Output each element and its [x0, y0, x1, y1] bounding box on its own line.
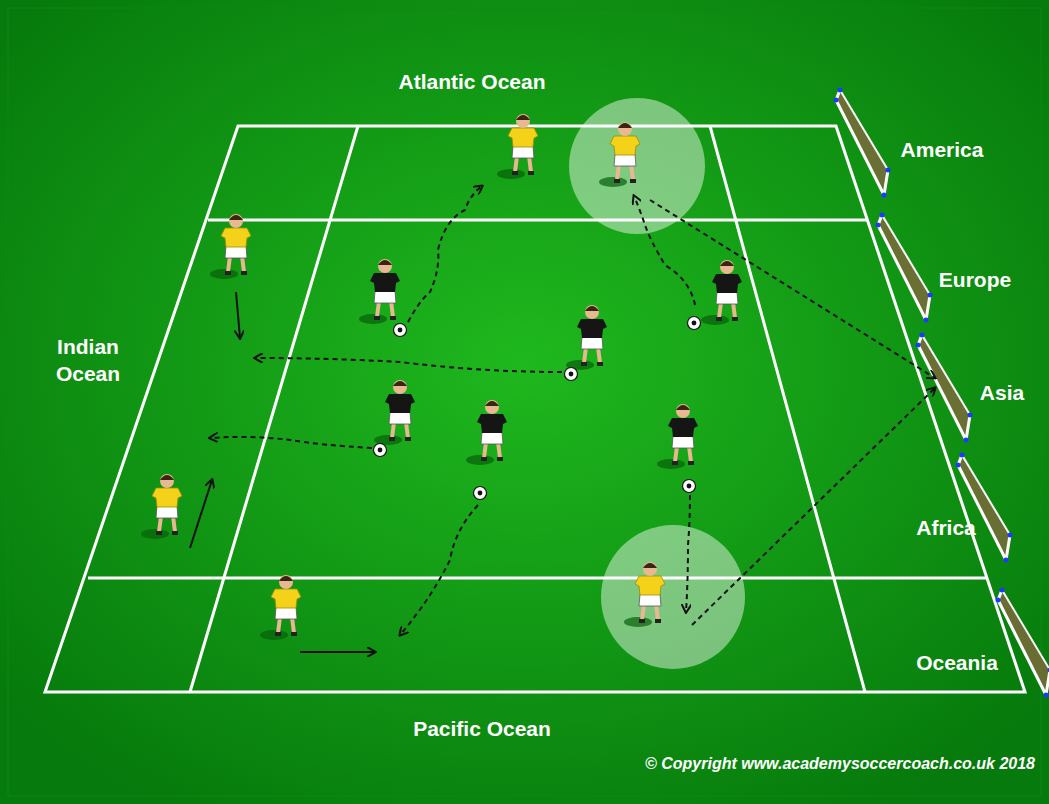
- zone-label: Indian Ocean: [38, 333, 138, 388]
- zone-label: Pacific Ocean: [413, 715, 551, 742]
- zone-label: Atlantic Ocean: [398, 68, 545, 95]
- copyright-note: © Copyright www.academysoccercoach.co.uk…: [645, 754, 1035, 775]
- goal-label: Africa: [916, 514, 976, 541]
- goal-label: Oceania: [916, 649, 998, 676]
- goal-label: Europe: [939, 266, 1011, 293]
- goal-label: America: [901, 136, 984, 163]
- goal-label: Asia: [980, 379, 1024, 406]
